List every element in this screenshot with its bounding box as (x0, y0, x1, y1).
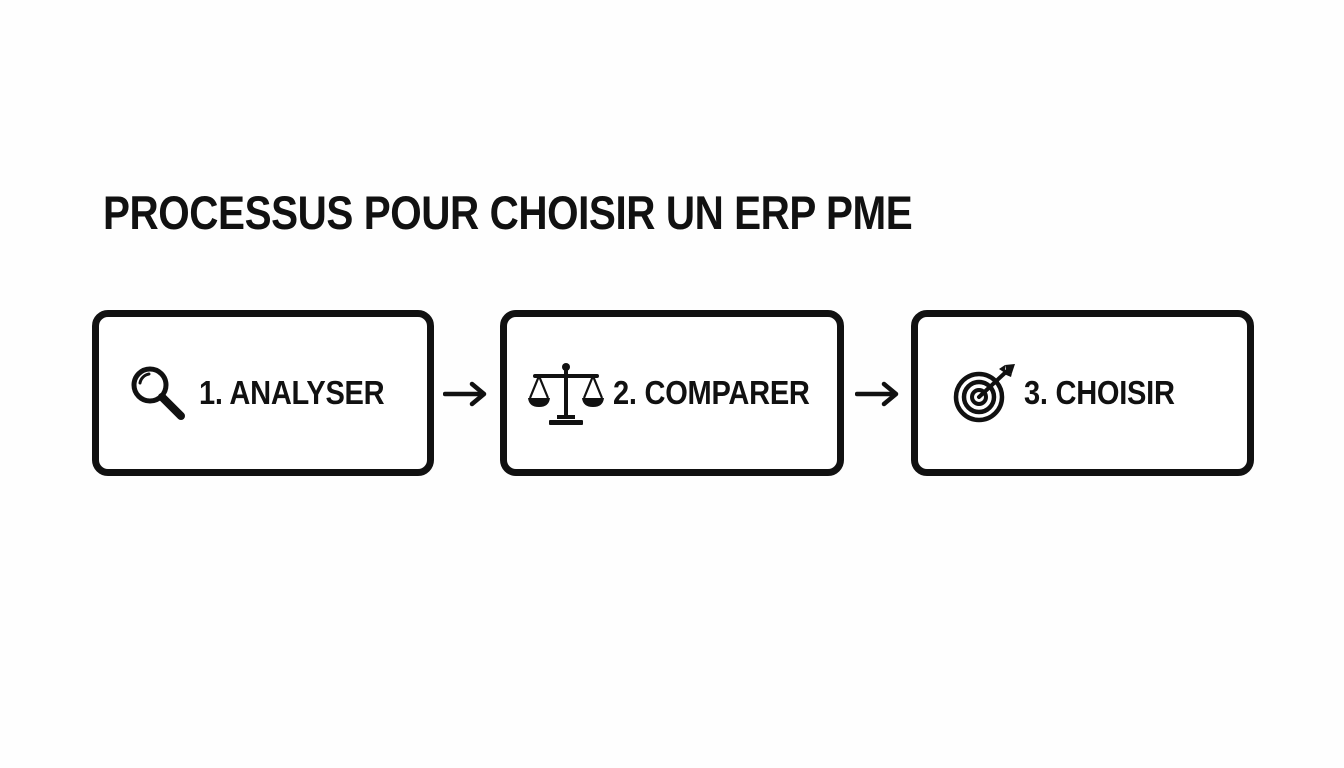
target-icon (952, 361, 1018, 425)
step-label: 3. CHOISIR (1024, 374, 1175, 411)
balance-scale-icon (527, 360, 605, 426)
step-content: 1. ANALYSER (127, 362, 410, 424)
step-box-analyser: 1. ANALYSER (92, 310, 434, 476)
step-label: 2. COMPARER (613, 374, 810, 411)
diagram-title: PROCESSUS POUR CHOISIR UN ERP PME (103, 186, 913, 239)
magnifying-glass-icon (127, 362, 189, 424)
step-box-comparer: 2. COMPARER (500, 310, 844, 476)
step-content: 2. COMPARER (527, 360, 836, 426)
step-label: 1. ANALYSER (199, 374, 385, 411)
arrow-right-icon (442, 380, 489, 408)
step-content: 3. CHOISIR (952, 361, 1195, 425)
arrow-right-icon (854, 380, 901, 408)
step-box-choisir: 3. CHOISIR (911, 310, 1254, 476)
